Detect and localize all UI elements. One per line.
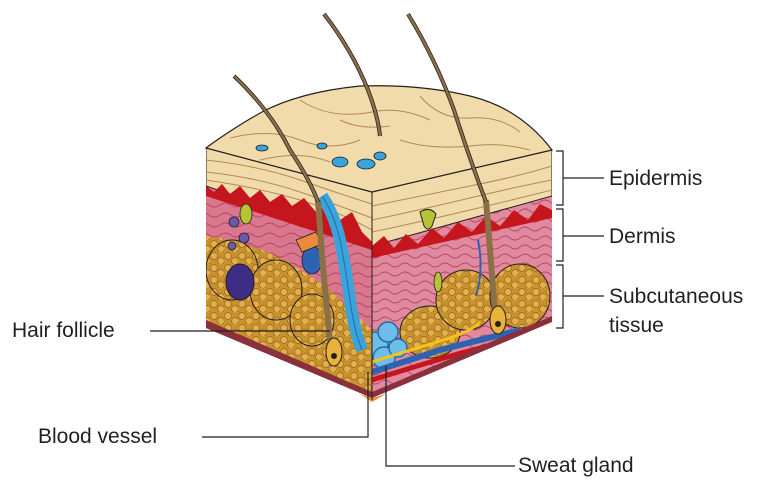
pore (357, 159, 375, 169)
pore (332, 157, 348, 167)
dermis-label: Dermis (609, 225, 676, 249)
pore (317, 143, 327, 149)
purple-gland (239, 233, 249, 243)
hair-bulb-left (326, 338, 342, 366)
dermis-bracket (556, 209, 604, 261)
fat-lobule (436, 270, 496, 330)
sebaceous-ring (434, 272, 442, 292)
hair-follicle-label: Hair follicle (12, 319, 115, 343)
hair-papilla-left (331, 353, 337, 359)
hair-bulb-right (490, 306, 506, 334)
sebaceous-ring (240, 204, 252, 224)
right-face (364, 150, 558, 410)
pore (374, 152, 386, 160)
layer-brackets (556, 151, 604, 328)
epidermis-label: Epidermis (609, 167, 702, 191)
purple-gland (226, 264, 254, 300)
epidermis-bracket (556, 151, 604, 205)
subcutaneous-label: Subcutaneous (609, 285, 743, 309)
pore (256, 145, 268, 151)
blood-vessel-label: Blood vessel (38, 425, 157, 449)
purple-gland (228, 242, 236, 250)
subcutaneous-label-line2: tissue (609, 314, 664, 338)
hair-papilla-right (495, 321, 501, 327)
subcutaneous-bracket (556, 265, 604, 328)
sweat-gland-label: Sweat gland (518, 454, 634, 478)
purple-gland (229, 217, 239, 227)
